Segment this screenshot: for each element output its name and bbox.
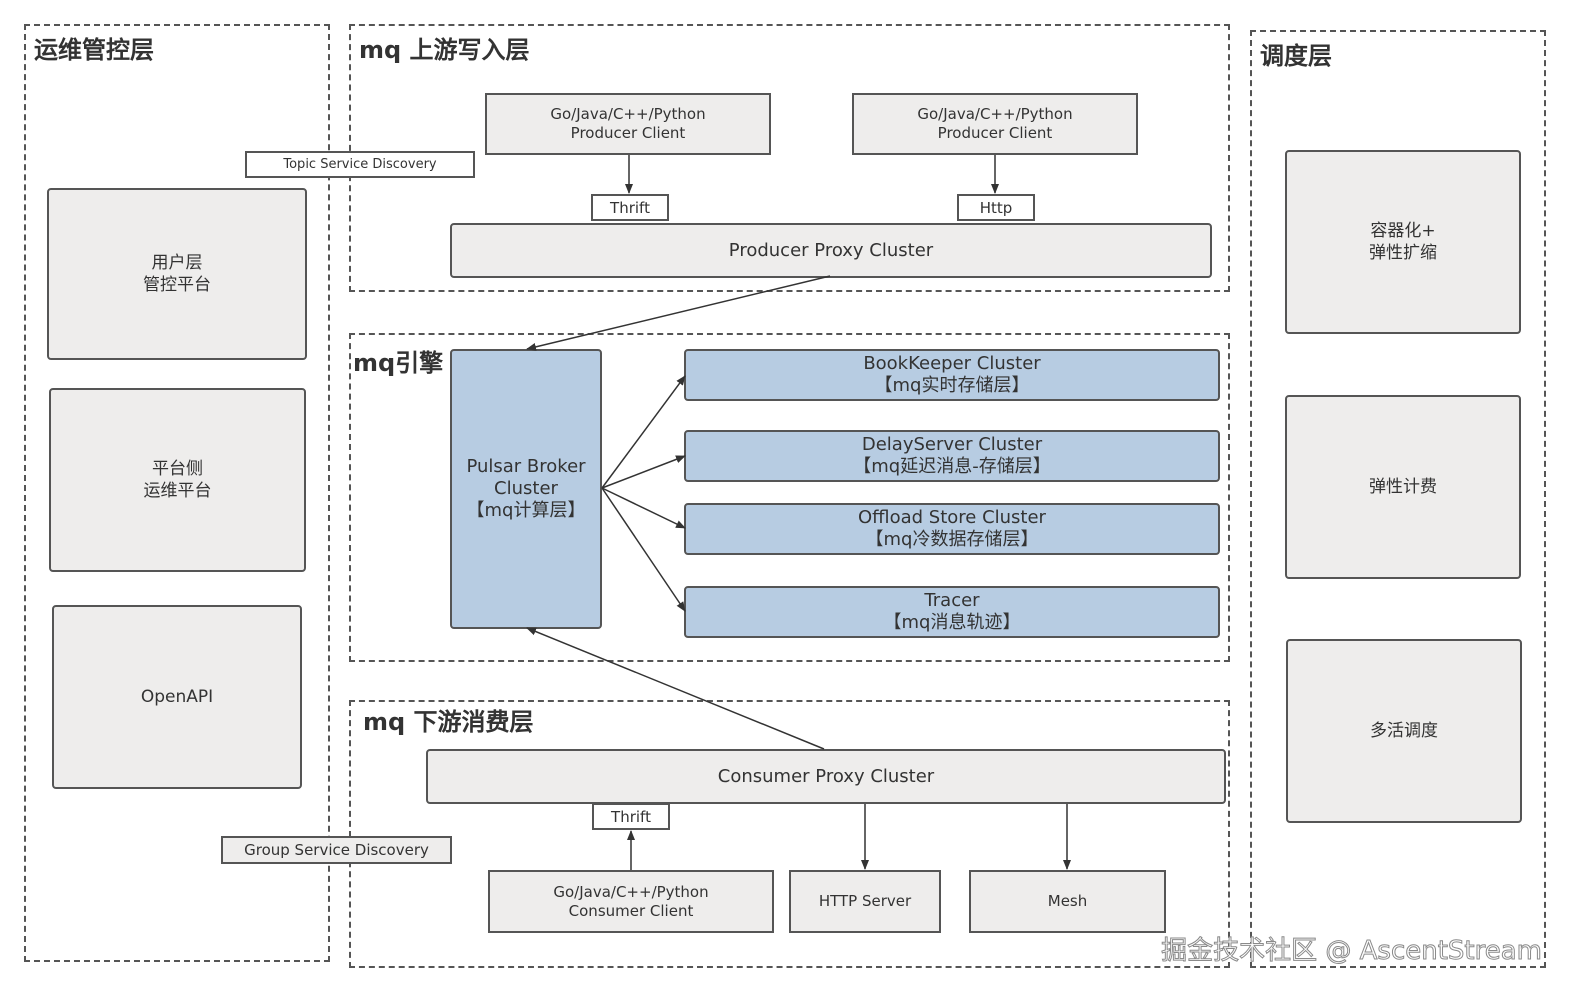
http-protocol-label-upstream: Http (957, 194, 1035, 221)
elastic-billing-label: 弹性计费 (1369, 477, 1437, 497)
offload-store-line-1: Offload Store Cluster (858, 507, 1046, 528)
user-console-node[interactable]: 用户层 管控平台 (47, 188, 307, 360)
topic-service-discovery[interactable]: Topic Service Discovery (245, 151, 475, 178)
delayserver-cluster-node[interactable]: DelayServer Cluster 【mq延迟消息-存储层】 (684, 430, 1220, 482)
consumer-proxy-cluster-label: Consumer Proxy Cluster (717, 765, 935, 787)
multi-active-scheduling-label: 多活调度 (1370, 721, 1438, 741)
upstream-layer-title: mq 上游写入层 (359, 36, 530, 64)
producer-client-thrift-line-1: Go/Java/C++/Python (550, 105, 706, 123)
ops-platform-line-1: 平台侧 (152, 459, 203, 479)
pulsar-broker-line-3: 【mq计算层】 (466, 500, 586, 521)
tracer-line-1: Tracer (924, 590, 980, 611)
scheduling-layer-title: 调度层 (1260, 42, 1332, 70)
containerization-line-2: 弹性扩缩 (1369, 243, 1437, 263)
pulsar-broker-cluster-node[interactable]: Pulsar Broker Cluster 【mq计算层】 (450, 349, 602, 629)
mesh-label: Mesh (1047, 892, 1088, 910)
offload-store-cluster-node[interactable]: Offload Store Cluster 【mq冷数据存储层】 (684, 503, 1220, 555)
delayserver-line-1: DelayServer Cluster (861, 434, 1043, 455)
engine-title: mq引擎 (353, 349, 444, 377)
bookkeeper-cluster-node[interactable]: BookKeeper Cluster 【mq实时存储层】 (684, 349, 1220, 401)
ops-layer-region: 运维管控层 (24, 24, 330, 962)
tracer-node[interactable]: Tracer 【mq消息轨迹】 (684, 586, 1220, 638)
producer-client-thrift-node[interactable]: Go/Java/C++/Python Producer Client (485, 93, 771, 155)
producer-client-http-line-1: Go/Java/C++/Python (917, 105, 1073, 123)
pulsar-broker-line-2: Cluster (494, 478, 558, 499)
ops-platform-node[interactable]: 平台侧 运维平台 (49, 388, 306, 572)
group-service-discovery-label: Group Service Discovery (244, 841, 429, 859)
openapi-node[interactable]: OpenAPI (52, 605, 302, 789)
elastic-billing-node[interactable]: 弹性计费 (1285, 395, 1521, 579)
group-service-discovery[interactable]: Group Service Discovery (221, 836, 452, 864)
producer-client-http-line-2: Producer Client (937, 124, 1053, 142)
watermark: 掘金技术社区 @ AscentStream (1161, 936, 1543, 967)
thrift-protocol-label-upstream: Thrift (591, 194, 669, 221)
consumer-client-line-1: Go/Java/C++/Python (553, 882, 709, 901)
user-console-line-1: 用户层 (151, 253, 203, 273)
openapi-label: OpenAPI (140, 687, 214, 707)
containerization-line-1: 容器化+ (1370, 221, 1436, 241)
ops-platform-line-2: 运维平台 (143, 481, 212, 501)
user-console-line-2: 管控平台 (143, 275, 211, 295)
producer-client-http-node[interactable]: Go/Java/C++/Python Producer Client (852, 93, 1138, 155)
scheduling-layer-region: 调度层 (1250, 30, 1546, 968)
http-server-label: HTTP Server (818, 892, 912, 910)
delayserver-line-2: 【mq延迟消息-存储层】 (853, 456, 1051, 477)
bookkeeper-line-2: 【mq实时存储层】 (874, 375, 1030, 396)
topic-service-discovery-label: Topic Service Discovery (283, 157, 437, 172)
http-protocol-text-upstream: Http (979, 198, 1013, 217)
consumer-client-node[interactable]: Go/Java/C++/Python Consumer Client (488, 870, 774, 933)
producer-proxy-cluster-label: Producer Proxy Cluster (728, 239, 934, 261)
producer-proxy-cluster-node[interactable]: Producer Proxy Cluster (450, 223, 1212, 278)
offload-store-line-2: 【mq冷数据存储层】 (865, 529, 1039, 550)
producer-client-thrift-line-2: Producer Client (570, 124, 686, 142)
consumer-client-line-2: Consumer Client (568, 901, 694, 920)
mesh-node[interactable]: Mesh (969, 870, 1166, 933)
tracer-line-2: 【mq消息轨迹】 (883, 612, 1021, 633)
thrift-protocol-label-downstream: Thrift (592, 803, 670, 830)
pulsar-broker-line-1: Pulsar Broker (466, 456, 586, 477)
ops-layer-title: 运维管控层 (34, 36, 154, 64)
thrift-protocol-text-upstream: Thrift (610, 198, 650, 217)
downstream-layer-title: mq 下游消费层 (363, 708, 534, 736)
containerization-node[interactable]: 容器化+ 弹性扩缩 (1285, 150, 1521, 334)
multi-active-scheduling-node[interactable]: 多活调度 (1286, 639, 1522, 823)
http-server-node[interactable]: HTTP Server (789, 870, 941, 933)
consumer-proxy-cluster-node[interactable]: Consumer Proxy Cluster (426, 749, 1226, 804)
bookkeeper-line-1: BookKeeper Cluster (863, 353, 1041, 374)
thrift-protocol-text-downstream: Thrift (611, 807, 651, 826)
